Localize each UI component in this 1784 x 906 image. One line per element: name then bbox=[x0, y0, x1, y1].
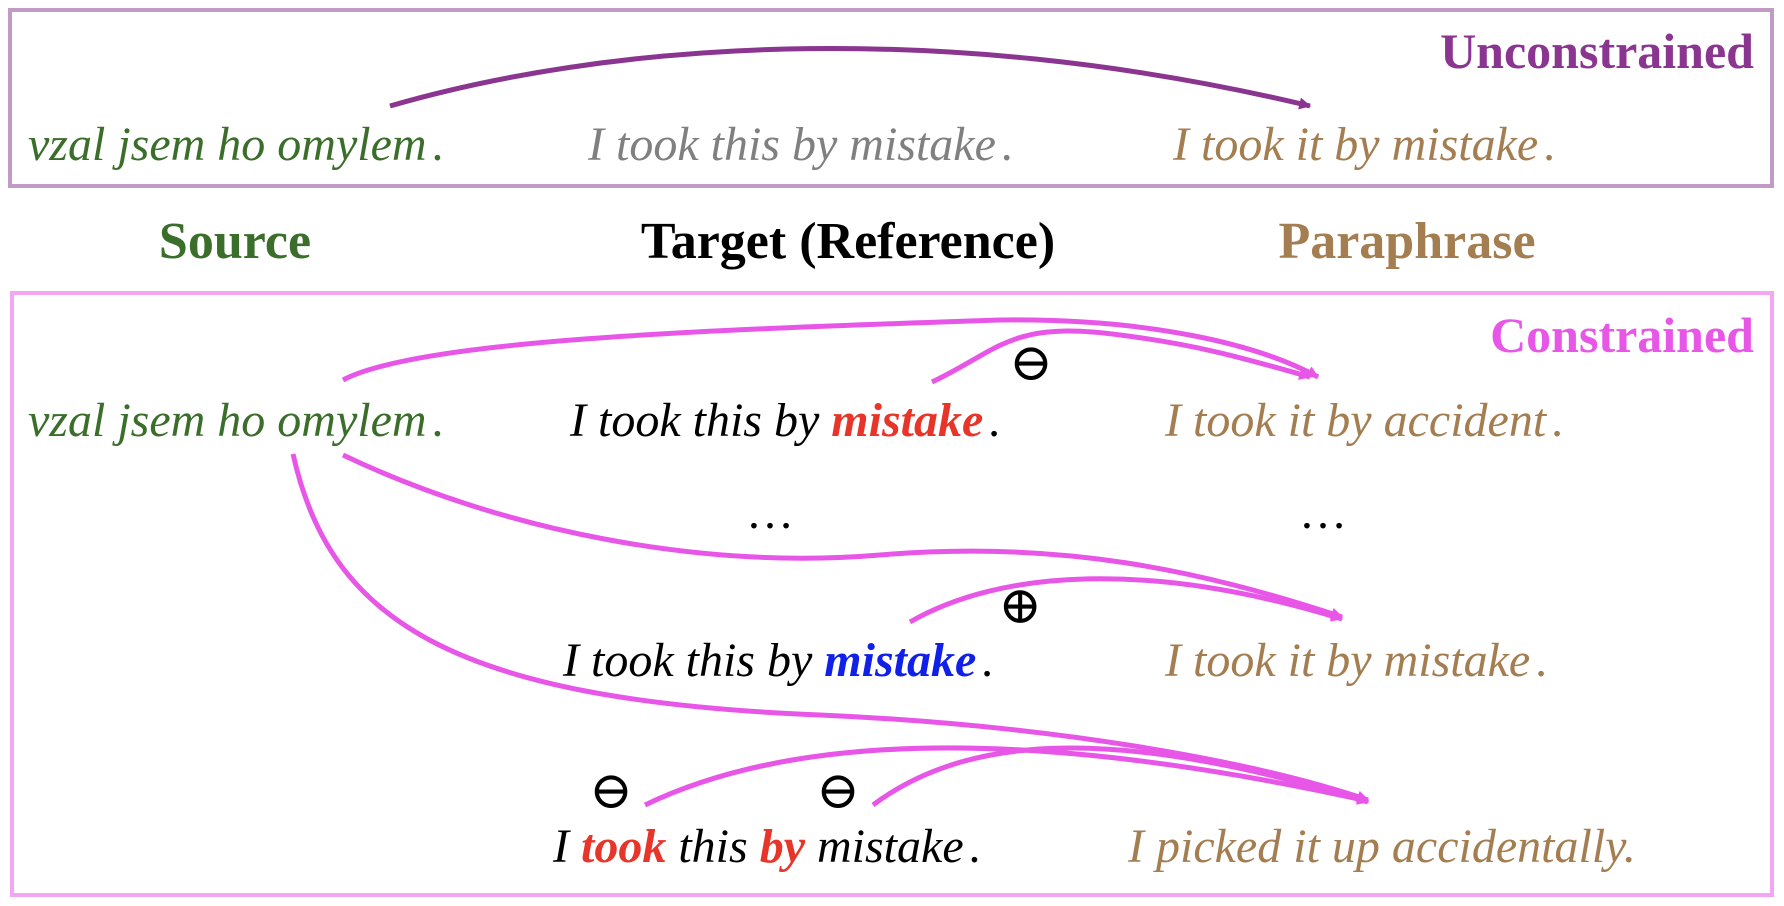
row3-constraint-symbol-took: ⊖ bbox=[589, 763, 633, 820]
constrained-box bbox=[10, 291, 1774, 897]
row1-target: I took this by mistake. bbox=[569, 394, 1001, 447]
row2-paraphrase: I took it by mistake. bbox=[1164, 634, 1548, 687]
row3-paraphrase: I picked it up accidentally. bbox=[1127, 820, 1636, 873]
ellipsis-target: … bbox=[746, 486, 794, 539]
row3-constraint-symbol-by: ⊖ bbox=[816, 763, 860, 820]
arrow-target2-to-row2 bbox=[908, 576, 1344, 625]
arrow-target3b-to-row3 bbox=[871, 745, 1370, 808]
row2-highlight: mistake bbox=[824, 634, 976, 687]
arrow-source-to-row2 bbox=[341, 452, 1344, 620]
unconstrained-box bbox=[8, 8, 1774, 188]
constrained-arrows bbox=[290, 317, 1370, 808]
arrow-target3a-to-row3 bbox=[643, 745, 1370, 808]
constrained-source: vzal jsem ho omylem. bbox=[28, 394, 445, 447]
constrained-label: Constrained bbox=[1490, 307, 1754, 363]
row1-highlight: mistake bbox=[831, 394, 983, 447]
header-source: Source bbox=[159, 213, 311, 270]
header-paraphrase: Paraphrase bbox=[1278, 213, 1535, 270]
row1-paraphrase: I took it by accident. bbox=[1164, 394, 1564, 447]
arrow-source-to-row3 bbox=[290, 453, 1370, 803]
row2-constraint-symbol: ⊕ bbox=[998, 578, 1042, 635]
ellipsis-paraphrase: … bbox=[1299, 486, 1347, 539]
arrow-target1-to-row1 bbox=[930, 328, 1312, 385]
unconstrained-source: vzal jsem ho omylem. bbox=[28, 118, 445, 171]
row3-highlight-took: took bbox=[581, 820, 666, 873]
row3-highlight-by: by bbox=[760, 820, 806, 873]
unconstrained-arrow bbox=[389, 45, 1312, 110]
row1-constraint-symbol: ⊖ bbox=[1009, 335, 1053, 392]
row2-target: I took this by mistake. bbox=[562, 634, 994, 687]
arrow-source-to-row1 bbox=[341, 317, 1320, 383]
row3-target: I took this by mistake. bbox=[552, 820, 982, 873]
unconstrained-paraphrase: I took it by mistake. bbox=[1172, 118, 1556, 171]
unconstrained-target: I took this by mistake. bbox=[587, 118, 1014, 171]
unconstrained-label: Unconstrained bbox=[1440, 23, 1754, 79]
header-target: Target (Reference) bbox=[641, 213, 1055, 270]
